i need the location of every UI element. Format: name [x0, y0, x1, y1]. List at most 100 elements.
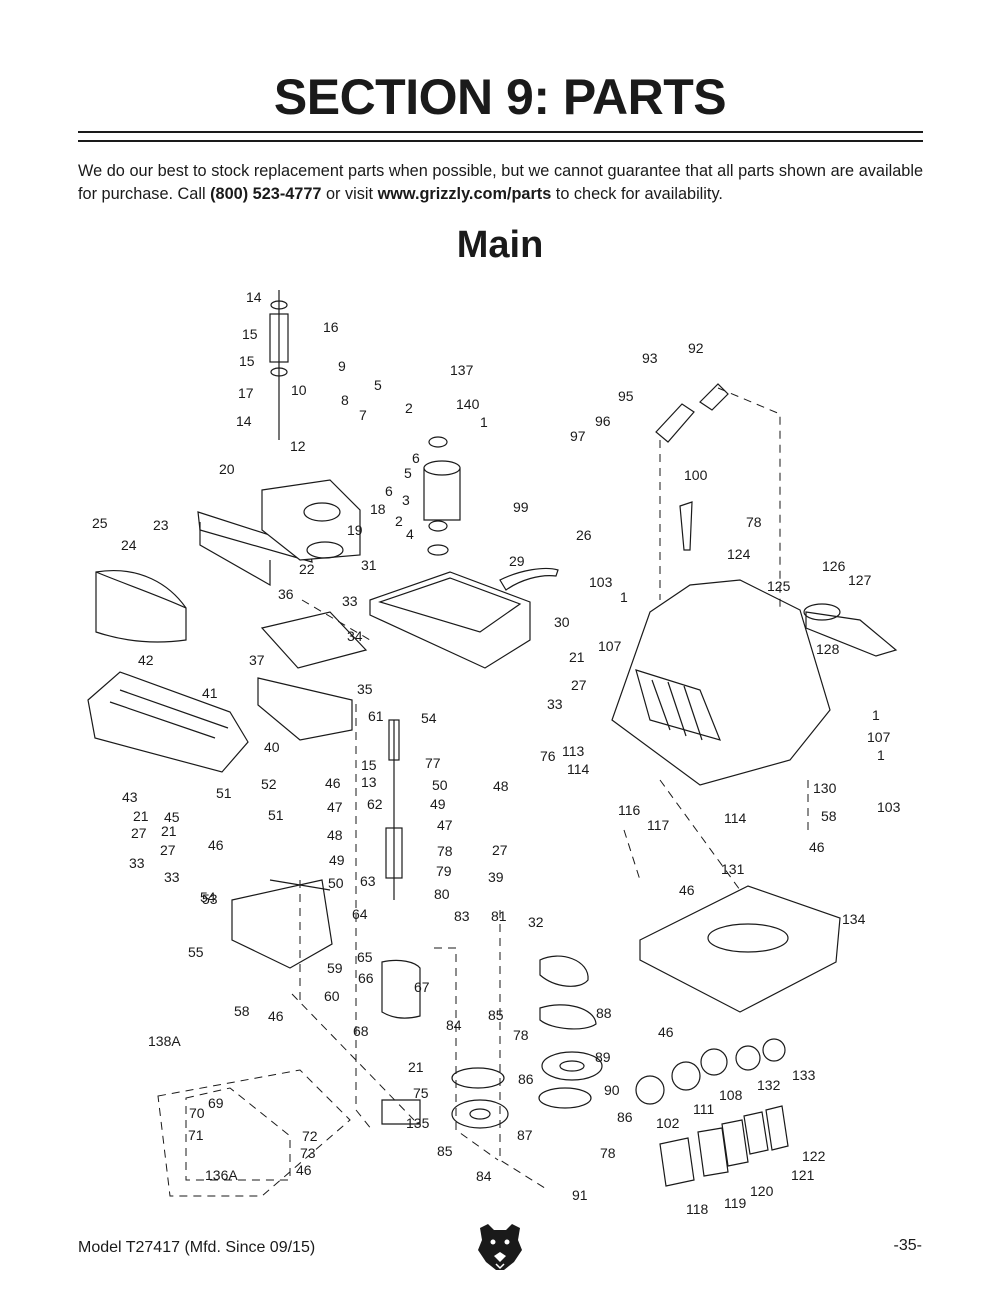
callout-36: 36 [278, 586, 294, 602]
callout-13: 13 [361, 774, 377, 790]
callout-107: 107 [598, 638, 622, 654]
page-title: SECTION 9: PARTS [273, 69, 727, 125]
callout-97: 97 [570, 428, 586, 444]
callout-132: 132 [757, 1077, 781, 1093]
callout-85: 85 [437, 1143, 453, 1159]
callout-27: 27 [571, 677, 587, 693]
callout-68: 68 [353, 1023, 369, 1039]
callout-17: 17 [238, 385, 254, 401]
callout-45: 45 [164, 809, 180, 825]
callout-75: 75 [413, 1085, 429, 1101]
callout-46: 46 [809, 839, 825, 855]
callout-53: 53 [202, 891, 218, 907]
callout-32: 32 [528, 914, 544, 930]
callout-51: 51 [268, 807, 284, 823]
callout-102: 102 [656, 1115, 680, 1131]
callout-80: 80 [434, 886, 450, 902]
callout-85: 85 [488, 1007, 504, 1023]
callout-46: 46 [325, 775, 341, 791]
diagram-title: Main [456, 224, 544, 266]
callout-21: 21 [133, 808, 149, 824]
callout-70: 70 [189, 1105, 205, 1121]
callout-65: 65 [357, 949, 373, 965]
callout-108: 108 [719, 1087, 743, 1103]
callout-8: 8 [341, 392, 349, 408]
callout-103: 103 [589, 574, 613, 590]
callout-63: 63 [360, 873, 376, 889]
callout-60: 60 [324, 988, 340, 1004]
callout-62: 62 [367, 796, 383, 812]
callout-71: 71 [188, 1127, 204, 1143]
callout-52: 52 [261, 776, 277, 792]
callout-120: 120 [750, 1183, 774, 1199]
callout-14: 14 [246, 289, 262, 305]
title-rule-bottom [78, 140, 923, 142]
callout-99: 99 [513, 499, 529, 515]
callout-91: 91 [572, 1187, 588, 1203]
callout-21: 21 [569, 649, 585, 665]
callout-19: 19 [347, 522, 363, 538]
callout-58: 58 [821, 808, 837, 824]
callout-59: 59 [327, 960, 343, 976]
callout-54: 54 [421, 710, 437, 726]
callout-92: 92 [688, 340, 704, 356]
callout-125: 125 [767, 578, 791, 594]
callout-127: 127 [848, 572, 872, 588]
callout-43: 43 [122, 789, 138, 805]
callout-4: 4 [406, 526, 414, 542]
callout-46: 46 [679, 882, 695, 898]
callout-23: 23 [153, 517, 169, 533]
callout-124: 124 [727, 546, 751, 562]
callout-46: 46 [268, 1008, 284, 1024]
callout-22: 22 [299, 561, 315, 577]
callout-131: 131 [721, 861, 745, 877]
callout-133: 133 [792, 1067, 816, 1083]
callout-15: 15 [361, 757, 377, 773]
parts-url: www.grizzly.com/parts [377, 185, 552, 203]
callout-6: 6 [412, 450, 420, 466]
phone-number: (800) 523-4777 [210, 185, 322, 203]
callout-140: 140 [456, 396, 480, 412]
callout-10: 10 [291, 382, 307, 398]
callout-107: 107 [867, 729, 891, 745]
callout-114: 114 [567, 761, 590, 777]
callout-33: 33 [547, 696, 563, 712]
callout-14: 14 [236, 413, 252, 429]
callout-69: 69 [208, 1095, 224, 1111]
callout-64: 64 [352, 906, 368, 922]
callout-128: 128 [816, 641, 840, 657]
grizzly-bear-logo [478, 1224, 522, 1270]
callout-5: 5 [404, 465, 412, 481]
callout-138A: 138A [148, 1033, 181, 1049]
callout-78: 78 [513, 1027, 529, 1043]
callout-20: 20 [219, 461, 235, 477]
callout-37: 37 [249, 652, 265, 668]
callout-48: 48 [327, 827, 343, 843]
callout-117: 117 [647, 817, 670, 833]
callout-34: 34 [347, 628, 363, 644]
callout-137: 137 [450, 362, 474, 378]
callout-119: 119 [724, 1195, 747, 1211]
callout-47: 47 [327, 799, 343, 815]
callout-113: 113 [562, 743, 585, 759]
callout-15: 15 [242, 326, 258, 342]
callout-116: 116 [618, 802, 641, 818]
callout-30: 30 [554, 614, 570, 630]
callout-114: 114 [724, 810, 747, 826]
callout-1: 1 [620, 589, 628, 605]
callout-33: 33 [129, 855, 145, 871]
callout-111: 111 [693, 1101, 714, 1117]
callout-15: 15 [239, 353, 255, 369]
callout-83: 83 [454, 908, 470, 924]
callout-87: 87 [517, 1127, 533, 1143]
callout-67: 67 [414, 979, 430, 995]
callout-84: 84 [476, 1168, 492, 1184]
callout-21: 21 [408, 1059, 424, 1075]
callout-126: 126 [822, 558, 846, 574]
callout-103: 103 [877, 799, 901, 815]
callout-95: 95 [618, 388, 634, 404]
callout-48: 48 [493, 778, 509, 794]
title-rule-top [78, 131, 923, 133]
callout-46: 46 [296, 1162, 312, 1178]
callout-118: 118 [686, 1201, 709, 1217]
